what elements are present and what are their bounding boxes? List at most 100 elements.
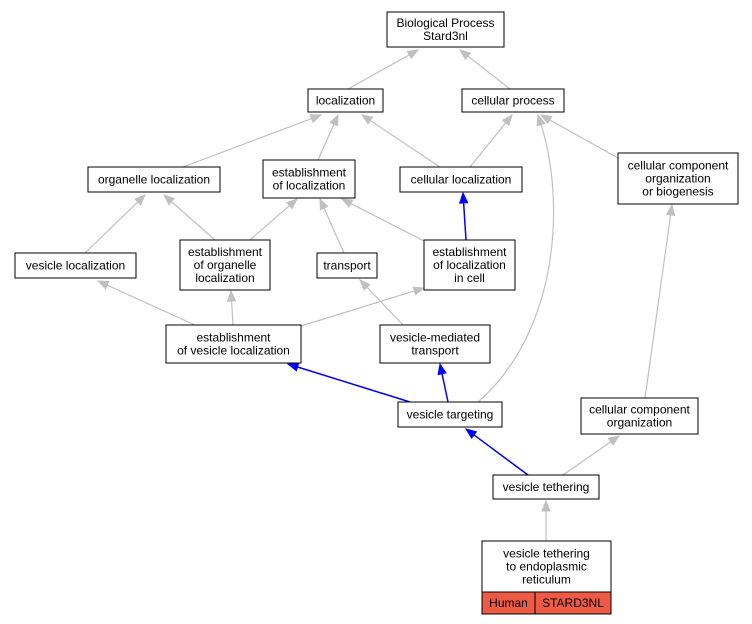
edge-arrowhead — [360, 114, 374, 125]
node-box — [165, 324, 302, 364]
edge-line — [317, 123, 335, 161]
edge-loc-to-bp — [347, 49, 420, 90]
node-label-line: of localization — [433, 258, 506, 272]
node-box — [307, 88, 384, 113]
edge-trans-to-estloc — [319, 197, 345, 254]
node-label-line: cellular process — [471, 94, 554, 108]
node-box — [14, 252, 137, 279]
node-box — [399, 166, 523, 193]
go-term-node-loc[interactable]: localization — [307, 88, 384, 113]
edge-vteth-to-cco — [562, 435, 621, 476]
node-label-line: vesicle localization — [26, 259, 125, 273]
go-term-node-trans[interactable]: transport — [316, 252, 378, 279]
edge-arrowhead — [319, 197, 329, 211]
edge-arrowhead — [309, 114, 323, 124]
go-term-node-orgloc[interactable]: organelle localization — [87, 166, 221, 193]
node-label-line: of localization — [273, 179, 346, 193]
edge-line — [477, 124, 555, 403]
node-label-line: or biogenesis — [642, 185, 713, 199]
edge-arrowhead — [359, 279, 371, 291]
node-box — [397, 401, 503, 428]
node-box — [179, 239, 271, 291]
edge-arrowhead — [286, 362, 300, 372]
gene-label: STARD3NL — [542, 596, 604, 610]
go-term-node-vtarg[interactable]: vesicle targeting — [397, 401, 503, 428]
edge-cp-to-bp — [458, 49, 511, 90]
edge-line — [106, 284, 196, 326]
node-label-line: of vesicle localization — [177, 344, 290, 358]
edge-arrowhead — [134, 194, 146, 206]
edge-vmt-to-trans — [359, 279, 404, 326]
go-term-node-cellloc[interactable]: cellular localization — [399, 166, 523, 193]
edges-layer — [84, 49, 676, 541]
edge-vesloc-to-orgloc — [84, 194, 146, 254]
node-label-line: reticulum — [522, 573, 571, 587]
node-label-line: to endoplasmic — [506, 560, 587, 574]
edge-vter-to-vteth — [541, 499, 551, 541]
node-label-line: cellular localization — [411, 173, 512, 187]
node-label-line: Stard3nl — [423, 29, 468, 43]
go-term-node-vteth[interactable]: vesicle tethering — [492, 474, 600, 500]
edge-orgloc-to-loc — [182, 114, 323, 168]
edge-arrowhead — [458, 49, 472, 61]
edge-line — [230, 300, 234, 326]
edge-arrowhead — [539, 114, 553, 125]
edge-line — [347, 54, 410, 90]
node-label-line: localization — [195, 271, 254, 285]
edge-estorg-to-estloc — [249, 198, 299, 241]
edge-arrowhead — [665, 203, 676, 217]
node-label-line: organelle localization — [98, 173, 210, 187]
edge-line — [469, 122, 507, 168]
node-label-line: transport — [323, 259, 371, 273]
edge-line — [441, 373, 449, 403]
edge-cellloc-to-loc — [360, 114, 441, 168]
edge-arrowhead — [406, 49, 420, 60]
edge-estves-to-estorg — [226, 289, 237, 326]
node-label-line: vesicle-mediated — [390, 331, 480, 345]
node-label-line: of organelle — [194, 258, 257, 272]
node-label-line: establishment — [188, 245, 263, 259]
edge-ccob-to-cp — [539, 114, 619, 159]
node-label-line: organization — [645, 172, 710, 186]
gene-cell — [534, 591, 612, 615]
edge-line — [297, 366, 411, 403]
edge-line — [84, 201, 139, 254]
node-label-line: localization — [316, 94, 375, 108]
edge-line — [369, 120, 441, 168]
edge-line — [467, 55, 511, 90]
node-label-line: organization — [607, 416, 672, 430]
edge-estcell-to-estloc — [340, 198, 425, 242]
node-box — [316, 252, 378, 279]
go-term-node-cp[interactable]: cellular process — [461, 88, 565, 113]
node-label-line: cellular component — [628, 159, 729, 173]
node-box — [87, 166, 221, 193]
node-box — [580, 397, 699, 435]
node-box — [262, 159, 356, 199]
node-box — [423, 239, 516, 291]
node-box — [461, 88, 565, 113]
node-label-line: establishment — [432, 245, 507, 259]
edge-vteth-to-vtarg — [464, 428, 529, 476]
edge-line — [473, 434, 529, 476]
edge-estcell-to-cellloc — [458, 191, 469, 241]
node-label-line: cellular component — [589, 403, 690, 417]
edge-line — [549, 119, 619, 159]
node-label-line: establishment — [272, 166, 347, 180]
go-term-node-vesloc[interactable]: vesicle localization — [14, 252, 137, 279]
node-label-line: vesicle targeting — [407, 408, 494, 422]
edge-arrowhead — [501, 113, 513, 127]
edge-vtarg-to-vmt — [437, 362, 449, 403]
edge-arrowhead — [285, 198, 299, 210]
node-label-line: vesicle tethering — [503, 547, 590, 561]
